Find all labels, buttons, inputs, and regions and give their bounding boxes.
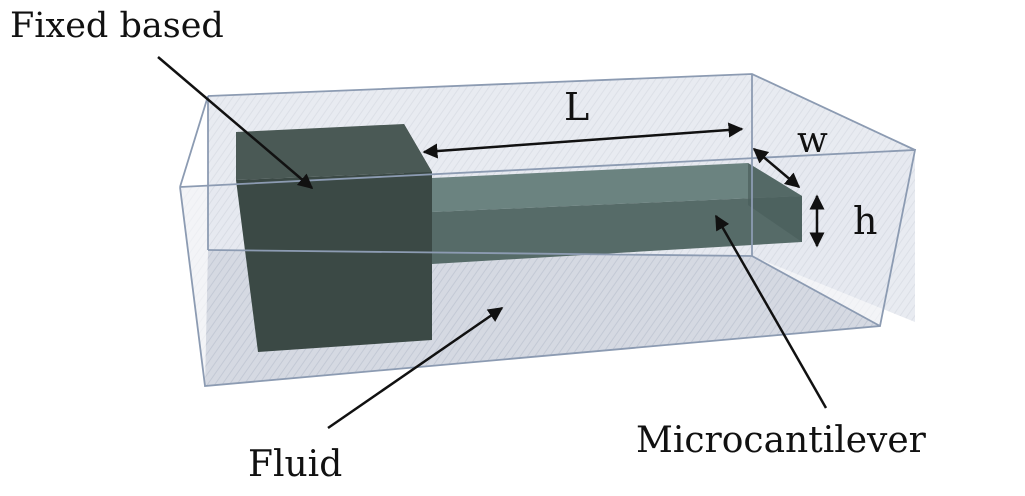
fixed-base-label: Fixed based	[10, 6, 224, 46]
tank-edges	[179, 73, 917, 387]
fluid-label: Fluid	[248, 444, 342, 485]
width-dimension-arrow	[752, 148, 801, 188]
length-label: L	[564, 85, 589, 129]
width-label: w	[797, 120, 828, 161]
fixed-base-block-top	[236, 124, 432, 180]
microcantilever-label: Microcantilever	[636, 420, 927, 461]
microcantilever-top	[432, 163, 802, 212]
fixed-base-block-front	[236, 172, 432, 352]
height-label: h	[853, 199, 877, 243]
fluid-callout-arrow	[327, 306, 504, 430]
microcantilever-front	[432, 196, 802, 264]
fixed-base-callout-arrow	[157, 56, 314, 189]
microcantilever-callout-arrow	[714, 214, 828, 409]
length-dimension-arrow	[422, 122, 744, 159]
